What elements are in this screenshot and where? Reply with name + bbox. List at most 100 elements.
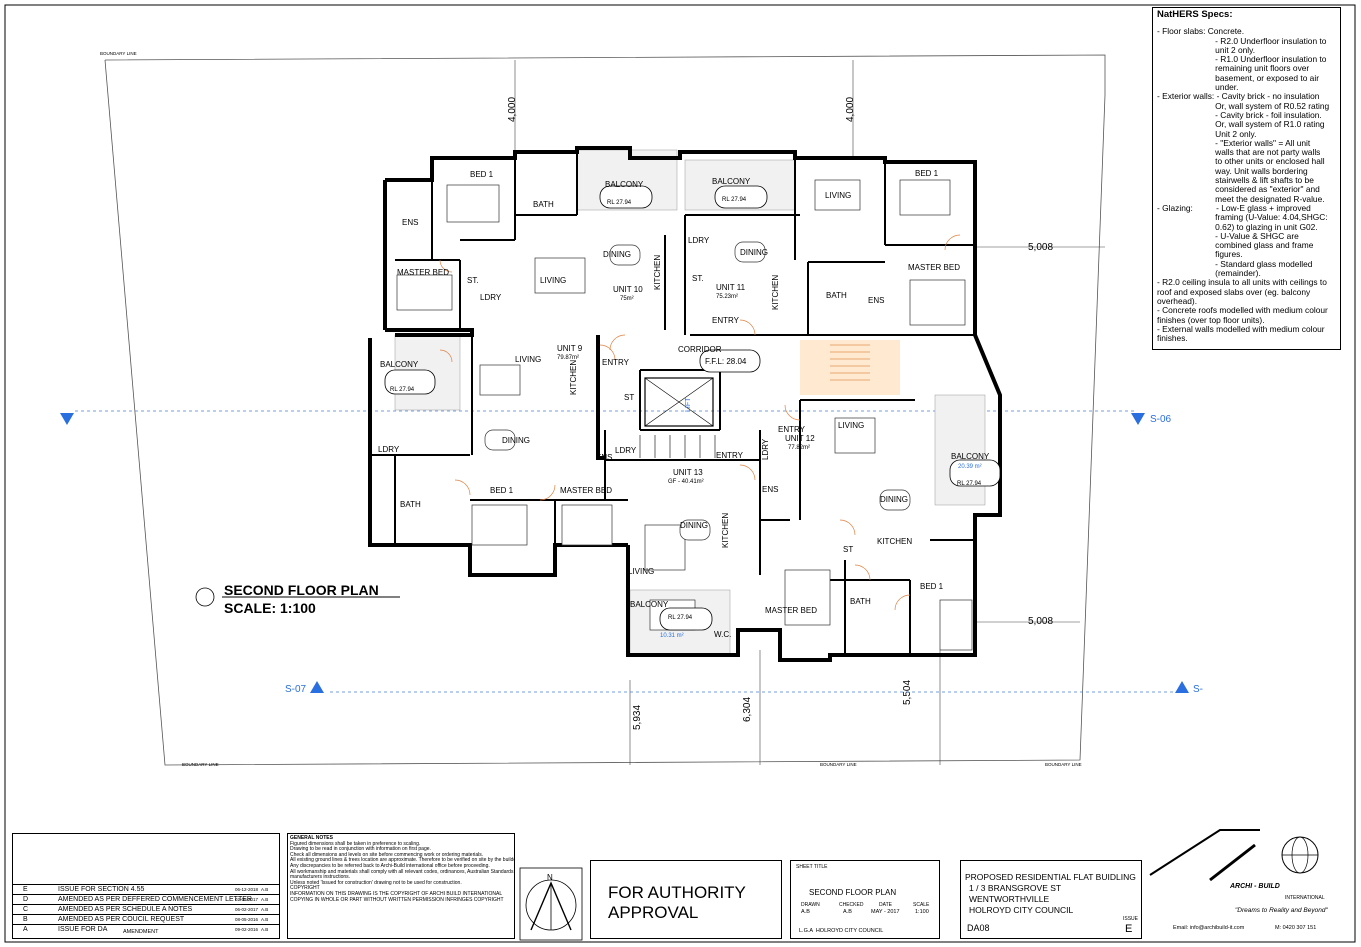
nathers-spec-line: - Exterior walls: - Cavity brick - no in…: [1157, 91, 1320, 102]
boundary-label-bottom-2: BOUNDARY LINE: [1045, 762, 1082, 767]
nathers-spec-line: Or, wall system of R0.52 rating: [1157, 100, 1330, 111]
revision-date: 08-05-2016: [235, 917, 259, 922]
nathers-spec-line: (remainder).: [1157, 268, 1261, 279]
boundary-label-top: BOUNDARY LINE: [100, 51, 137, 56]
general-note-line: manufacturers instructions.: [290, 874, 351, 881]
company-logo: [1149, 829, 1319, 882]
room-living-u12: LIVING: [838, 421, 864, 430]
checked-value: A.B: [843, 909, 852, 915]
room-balcony-u11: BALCONY: [712, 177, 751, 186]
revision-by: A.B: [261, 897, 269, 902]
room-living-u13: LIVING: [628, 567, 654, 576]
general-note-line: All existing ground lines & trees locati…: [290, 857, 515, 864]
nathers-specs-list: - Floor slabs: Concrete. - R2.0 Underflo…: [1157, 26, 1336, 343]
company-phone: M: 0420 307 151: [1275, 925, 1317, 931]
nathers-spec-line: under.: [1157, 82, 1239, 93]
company-tagline: "Dreams to Reality and Beyond": [1235, 907, 1328, 914]
furniture: [396, 179, 973, 651]
revision-code: D: [23, 896, 29, 903]
lift-label: LIFT: [685, 397, 692, 412]
nathers-spec-line: remaining unit floors over: [1157, 63, 1310, 74]
room-unit12-area: 77.82m²: [788, 445, 810, 451]
nathers-spec-line: combined glass and frame: [1157, 240, 1314, 251]
section-label-s06: S-06: [1150, 414, 1172, 425]
nathers-spec-line: roof and exposed slabs over (eg. balcony: [1157, 286, 1311, 297]
nathers-specs-title: NatHERS Specs:: [1157, 9, 1233, 20]
revision-by: A.B: [261, 927, 269, 932]
nathers-spec-line: overhead).: [1157, 295, 1198, 306]
internal-walls: [370, 152, 975, 655]
room-balcony-u10-rl: RL 27.94: [607, 200, 632, 206]
room-balcony-u12-area: 20.39 m²: [958, 464, 982, 470]
dim-5008-top: 5,008: [1028, 242, 1053, 253]
nathers-spec-line: walls that are not party walls: [1157, 147, 1321, 158]
plan-scale: SCALE: 1:100: [224, 600, 316, 616]
room-balcony-u10: BALCONY: [605, 180, 644, 189]
room-master-u10: MASTER BED: [397, 268, 449, 277]
general-note-line: Check all dimensions and levels on site …: [290, 851, 484, 858]
room-balcony-u13: BALCONY: [630, 600, 669, 609]
room-unit12: UNIT 12: [785, 434, 815, 443]
nathers-spec-line: - Glazing: - Low-E glass + improved: [1157, 202, 1311, 213]
room-ldry-u13: LDRY: [615, 446, 637, 455]
revision-description: ISSUE FOR DA: [58, 926, 108, 933]
general-note-line: COPYING IN WHOLE OR PART WITHOUT WRITTEN…: [290, 896, 504, 903]
revision-by: A.B: [261, 917, 269, 922]
general-note-line: Drawing to be read in conjunction with i…: [290, 846, 431, 853]
dim-4000-left: 4,000: [507, 97, 518, 122]
revision-date: 06-12-2018: [235, 887, 259, 892]
room-ens-u12: ENS: [762, 485, 778, 494]
issue-value: E: [1125, 923, 1133, 935]
room-unit11: UNIT 11: [716, 283, 746, 292]
room-living-u11: LIVING: [825, 191, 851, 200]
room-kitchen-u13: KITCHEN: [721, 513, 730, 548]
room-ldry-u11: LDRY: [688, 236, 710, 245]
nathers-spec-line: - R2.0 Underfloor insulation to: [1157, 35, 1327, 46]
general-note-line: INFORMATION ON THIS DRAWING IS THE COPYR…: [290, 890, 503, 897]
room-bed1-u9: BED 1: [490, 486, 514, 495]
nathers-spec-line: unit 2 only.: [1157, 44, 1256, 55]
external-walls: [368, 146, 1002, 662]
section-label-s07: S-07: [285, 684, 307, 695]
plan-title-marker: [195, 587, 215, 607]
revision-code: C: [23, 906, 29, 913]
nathers-spec-line: Unit 2 only.: [1157, 128, 1257, 139]
issue-label: ISSUE: [1123, 916, 1139, 922]
revision-code: B: [23, 916, 28, 923]
nathers-spec-line: - Cavity brick - foil insulation.: [1157, 109, 1322, 120]
dim-4000-right: 4,000: [845, 97, 856, 122]
nathers-spec-line: - R1.0 Underfloor insulation to: [1157, 54, 1327, 65]
sheet-title: SECOND FLOOR PLAN: [809, 888, 897, 897]
sheet-title-panel: SHEET TITLE SECOND FLOOR PLAN DRAWN CHEC…: [790, 860, 940, 939]
room-balcony-u13-rl: RL 27.94: [668, 615, 693, 621]
nathers-spec-line: - "Exterior walls" = All unit: [1157, 137, 1311, 148]
revision-row: B AMENDED AS PER COUCIL REQUEST 08-05-2016…: [13, 914, 279, 924]
general-notes-list: Figured dimensions shall be taken in pre…: [290, 840, 515, 904]
section-marker-s07: [310, 681, 324, 693]
room-ens-u9: ENS: [596, 453, 612, 462]
date-label: DATE: [879, 902, 892, 908]
room-st-u11: ST.: [692, 274, 704, 283]
room-dining-u12: DINING: [880, 495, 908, 504]
room-kitchen-u9: KITCHEN: [569, 360, 578, 395]
revision-description: AMENDED AS PER COUCIL REQUEST: [58, 916, 185, 923]
drawing-number: DA08: [967, 923, 990, 933]
room-balcony-u9: BALCONY: [380, 360, 419, 369]
scale-label: SCALE: [913, 902, 930, 908]
revision-date: 09-02-2016: [235, 927, 259, 932]
general-note-line: Any discrepancies to be referred back to…: [290, 862, 490, 869]
room-corridor: CORRIDOR: [678, 345, 722, 354]
room-balcony-u12: BALCONY: [951, 452, 990, 461]
room-st-u9: ST: [624, 393, 634, 402]
section-marker-s06: [1131, 413, 1145, 425]
nathers-spec-line: to other units or enclosed hall: [1157, 156, 1325, 167]
room-living-u10: LIVING: [540, 276, 566, 285]
project-line-4: HOLROYD CITY COUNCIL: [969, 905, 1074, 915]
revision-by: A.B: [261, 887, 269, 892]
general-note-line: Figured dimensions shall be taken in pre…: [290, 840, 421, 847]
authority-line-1: FOR AUTHORITY: [608, 883, 746, 902]
room-balcony-u12-rl: RL 27.94: [957, 481, 982, 487]
